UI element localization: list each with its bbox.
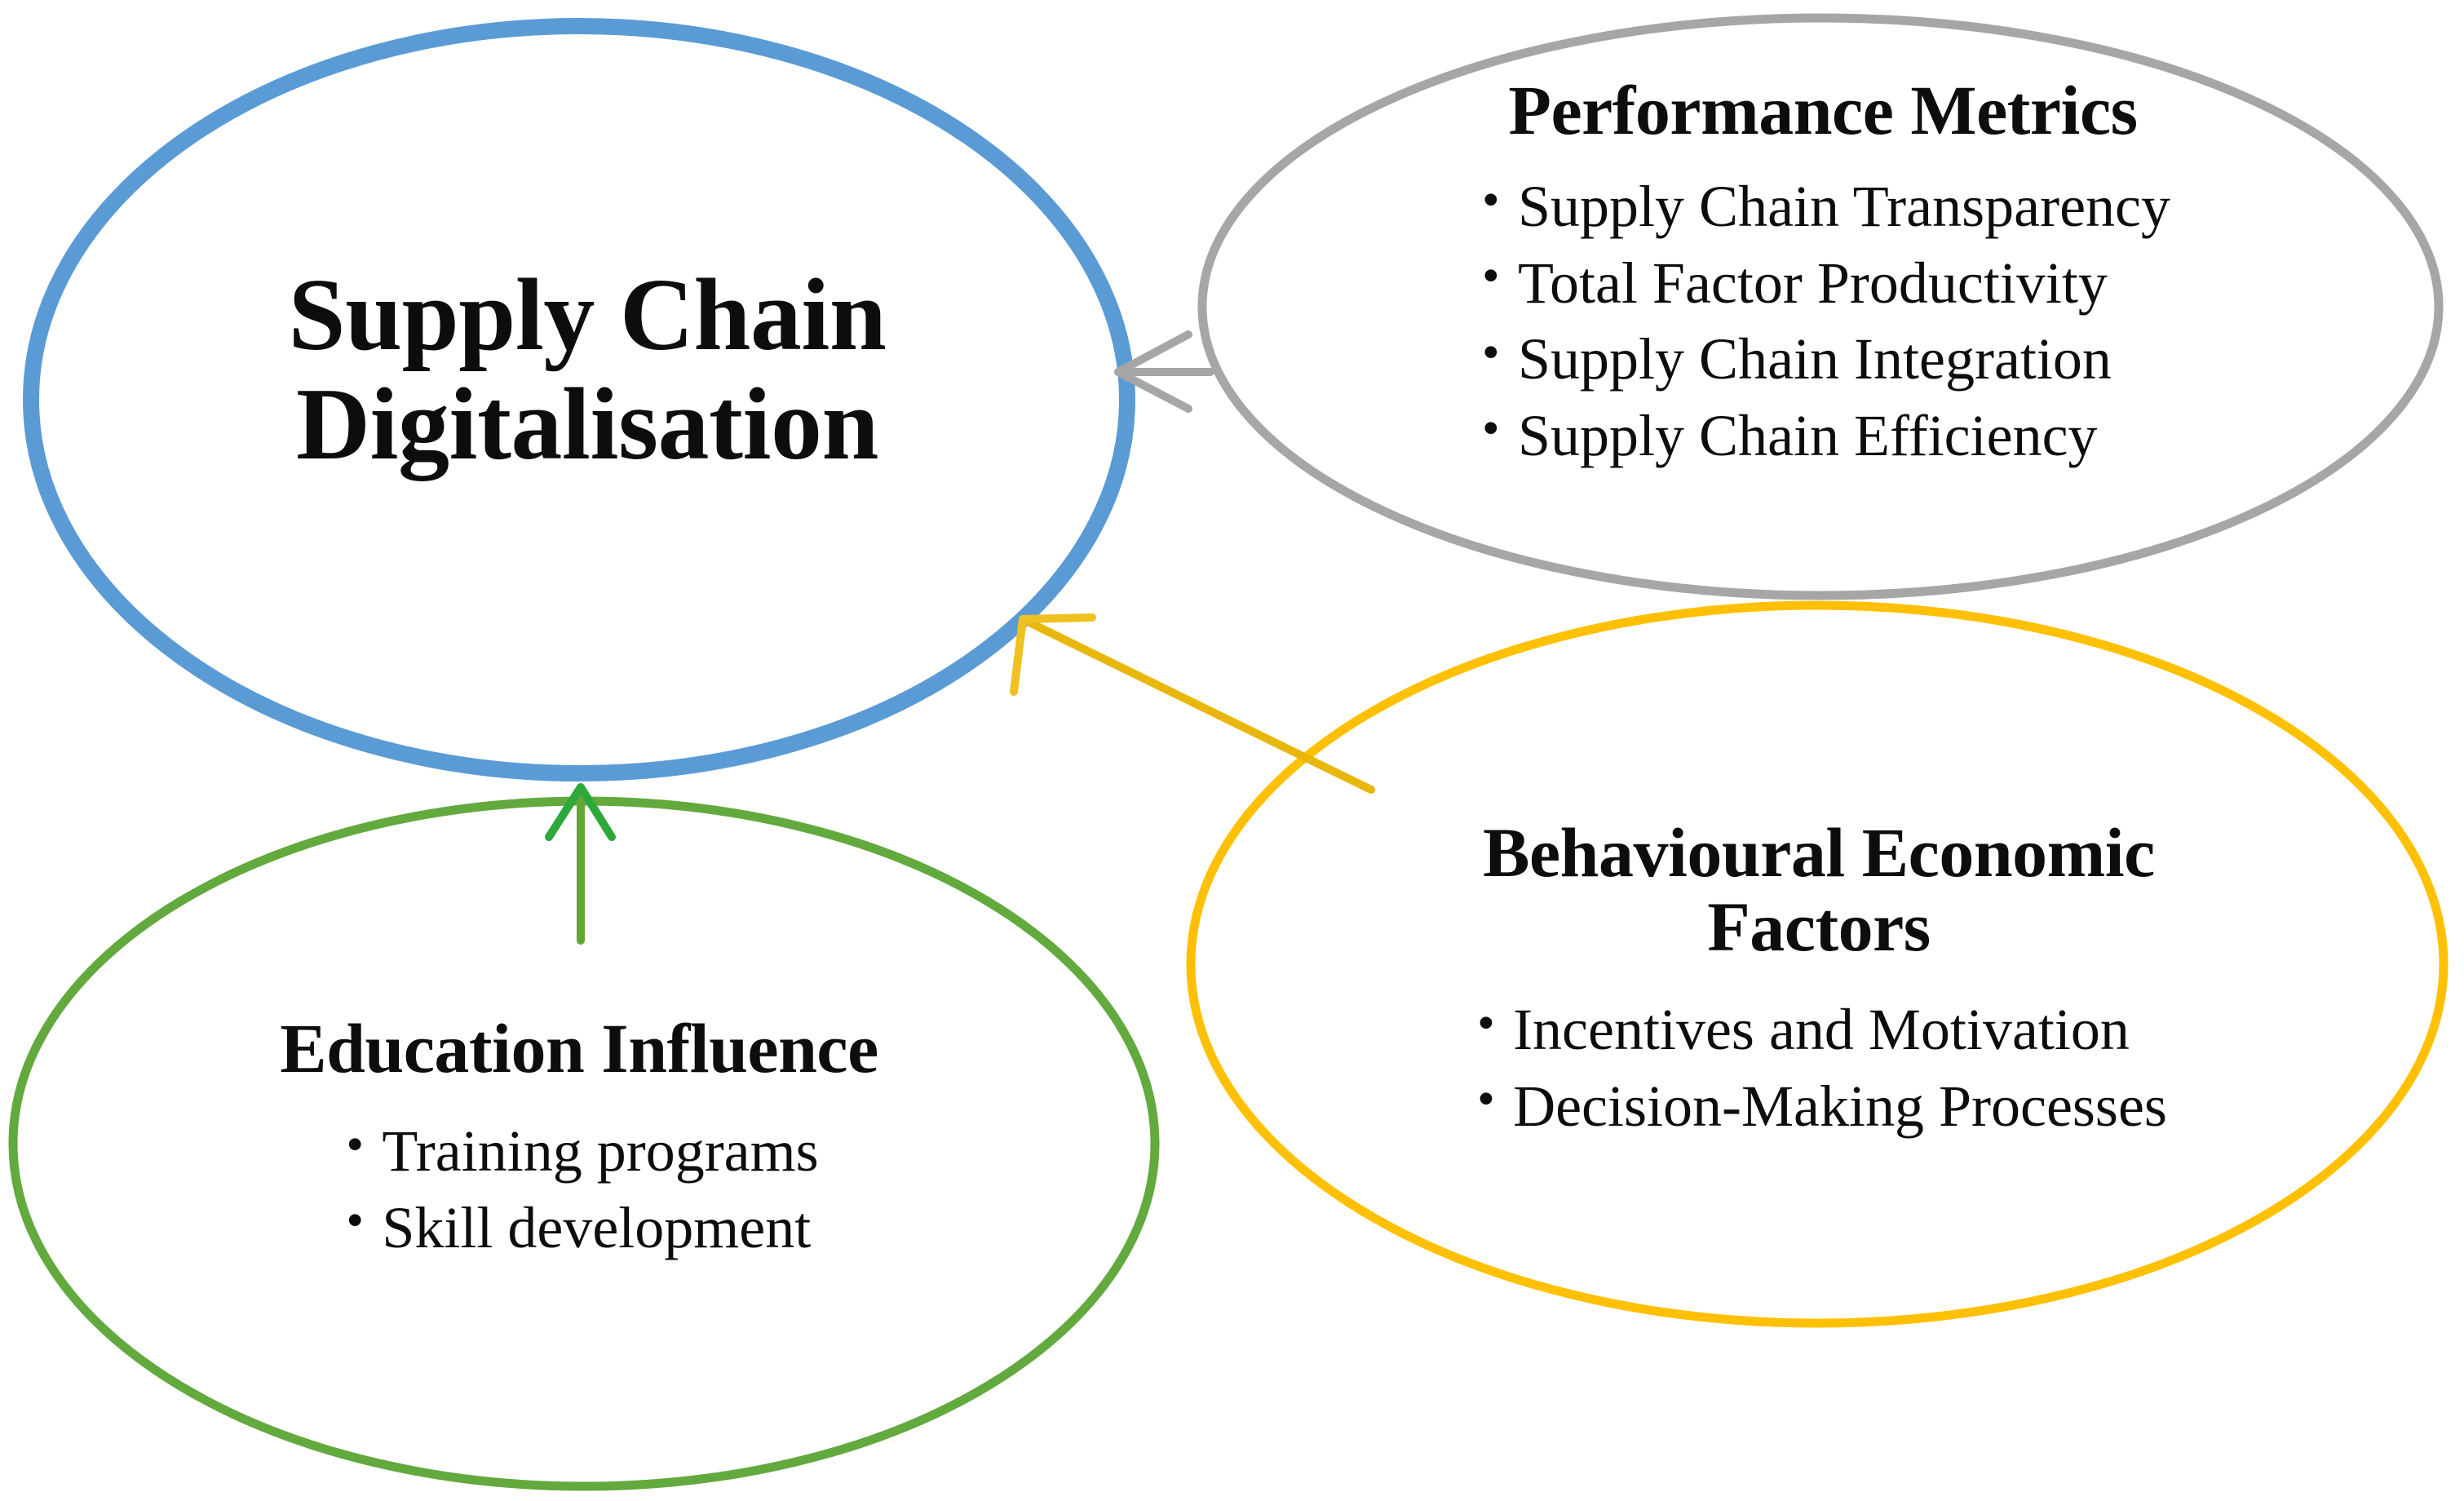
node-title-supply-chain-digitalisation: Supply Chain Digitalisation <box>106 261 1068 479</box>
node-title-line-2: Digitalisation <box>295 367 879 481</box>
node-title-line-2: Factors <box>1707 888 1931 967</box>
list-item: Supply Chain Efficiency <box>1475 396 2170 475</box>
list-item: Incentives and Motivation <box>1471 990 2167 1069</box>
bullet-list-education-influence: Training programs Skill development <box>339 1112 818 1267</box>
bullet-list-performance-metrics: Supply Chain Transparency Total Factor P… <box>1475 167 2170 475</box>
bullet-list-behavioural-economic-factors: Incentives and Motivation Decision-Makin… <box>1471 990 2167 1145</box>
list-item: Skill development <box>339 1188 818 1267</box>
ellipse-supply-chain-digitalisation[interactable] <box>23 18 1135 781</box>
list-item: Decision-Making Processes <box>1471 1066 2167 1145</box>
list-item: Supply Chain Integration <box>1475 320 2170 398</box>
connector-education-influence-to-supply-chain <box>545 783 616 945</box>
node-title-performance-metrics: Performance Metrics <box>1508 71 2138 149</box>
node-title-education-influence: Education Influence <box>280 1009 878 1087</box>
list-item: Total Factor Productivity <box>1475 243 2170 322</box>
list-item: Training programs <box>339 1112 818 1190</box>
list-item: Supply Chain Transparency <box>1475 167 2170 246</box>
node-supply-chain-digitalisation[interactable]: Supply Chain Digitalisation <box>106 261 1068 479</box>
node-title-line-1: Supply Chain <box>288 259 887 372</box>
ellipse-behavioural-economic-factors[interactable] <box>1186 600 2449 1328</box>
connector-behavioural-factors-to-supply-chain <box>1010 613 1375 794</box>
node-title-line-1: Behavioural Economic <box>1483 813 2155 892</box>
node-behavioural-economic-factors[interactable]: Behavioural Economic Factors Incentives … <box>1240 813 2398 1145</box>
node-performance-metrics[interactable]: Performance Metrics Supply Chain Transpa… <box>1256 73 2390 475</box>
node-title-behavioural-economic-factors: Behavioural Economic Factors <box>1240 813 2398 967</box>
connector-performance-metrics-to-supply-chain <box>1114 330 1214 413</box>
node-education-influence[interactable]: Education Influence Training programs Sk… <box>65 1009 1093 1267</box>
